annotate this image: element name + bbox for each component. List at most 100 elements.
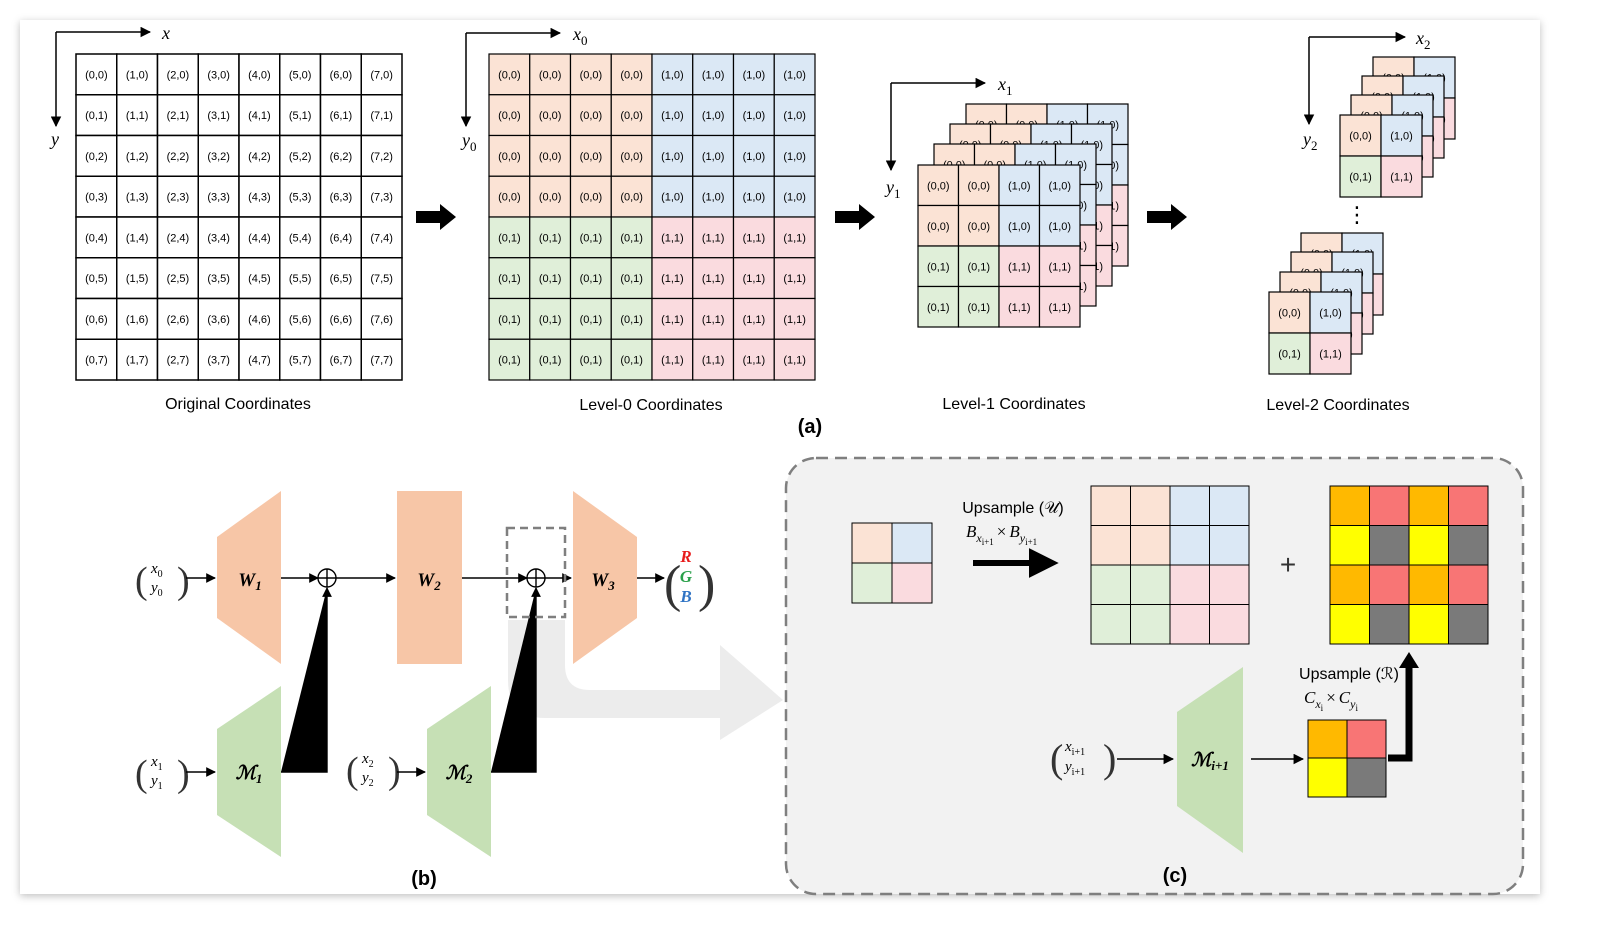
cell-label: (0,5) xyxy=(85,273,108,285)
cell-label: (1,0) xyxy=(783,69,806,81)
grid-cell xyxy=(998,285,1041,328)
cell-label: (7,4) xyxy=(370,232,393,244)
cell-label: (0,0) xyxy=(1349,131,1372,143)
grid-cell xyxy=(1309,332,1352,375)
cell-label: (4,3) xyxy=(248,192,271,204)
code-2x2-grid xyxy=(1307,719,1387,798)
cell-label: (1,0) xyxy=(1319,308,1342,320)
level2-x-sub: 2 xyxy=(1424,37,1431,52)
edge-m1-add1 xyxy=(281,587,332,773)
grid-cell xyxy=(75,134,118,177)
grid-cell xyxy=(610,257,653,300)
svg-text:yi+1: yi+1 xyxy=(1063,759,1085,778)
grid-cell xyxy=(238,94,281,137)
upsampled-code-grid xyxy=(1329,485,1489,645)
grid-cell xyxy=(651,216,694,259)
grid-cell xyxy=(156,338,199,381)
cell-label: (1,5) xyxy=(126,273,149,285)
w3-label: W xyxy=(591,570,609,591)
grid-cell xyxy=(360,216,403,259)
input-x-next: ( ) xi+1 yi+1 xyxy=(1050,736,1116,781)
cell-label: (4,2) xyxy=(248,151,271,163)
cell-label: (0,1) xyxy=(539,355,562,367)
grid-cell xyxy=(529,338,572,381)
w1-label: W xyxy=(238,570,256,591)
svg-text:W2: W2 xyxy=(417,570,441,593)
original-coordinates-grid: (0,0)(1,0)(2,0)(3,0)(4,0)(5,0)(6,0)(7,0)… xyxy=(75,53,403,381)
cell-label: (0,0) xyxy=(498,69,521,81)
cell-label: (6,6) xyxy=(330,314,353,326)
cell-label: (3,4) xyxy=(207,232,230,244)
cell-label: (1,1) xyxy=(1048,261,1071,273)
cell-label: (0,0) xyxy=(85,69,108,81)
level0-axes: x0 y0 xyxy=(460,24,588,154)
grid-cell xyxy=(1209,485,1250,526)
level1-axes: x1 y1 xyxy=(884,74,1013,201)
grid-cell xyxy=(1130,604,1171,645)
grid-cell xyxy=(732,216,775,259)
svg-text:x2: x2 xyxy=(1415,28,1431,52)
level2-layer: (0,0)(1,0)(0,1)(1,1) xyxy=(1268,291,1352,375)
grid-cell xyxy=(610,53,653,96)
cell-label: (0,4) xyxy=(85,232,108,244)
w1-block xyxy=(217,491,281,664)
grid-cell xyxy=(360,94,403,137)
grid-cell xyxy=(360,257,403,300)
w2-label: W xyxy=(417,570,435,591)
grid-cell xyxy=(1380,155,1423,198)
grid-cell xyxy=(1448,564,1489,605)
m-next-block xyxy=(1177,667,1243,853)
panel-a-label: (a) xyxy=(798,416,822,438)
level2-x-label: x xyxy=(1415,28,1424,48)
grid-cell xyxy=(488,134,531,177)
grid-cell xyxy=(917,285,960,328)
cell-label: (0,1) xyxy=(539,314,562,326)
cell-label: (1,0) xyxy=(661,151,684,163)
grid-cell xyxy=(116,338,159,381)
cell-label: (5,1) xyxy=(289,110,312,122)
cell-label: (1,1) xyxy=(126,110,149,122)
cell-label: (0,0) xyxy=(498,192,521,204)
grid-cell xyxy=(957,164,1000,207)
cell-label: (0,1) xyxy=(580,232,603,244)
cell-label: (2,5) xyxy=(167,273,190,285)
cell-label: (0,0) xyxy=(620,69,643,81)
cell-label: (1,0) xyxy=(1048,221,1071,233)
level2-layer: (0,0)(1,0)(0,1)(1,1) xyxy=(1339,114,1423,198)
grid-cell xyxy=(1130,525,1171,566)
grid-cell xyxy=(156,53,199,96)
cell-label: (1,1) xyxy=(743,355,766,367)
grid-cell xyxy=(1169,604,1210,645)
grid-cell xyxy=(360,53,403,96)
cell-label: (0,1) xyxy=(967,261,990,273)
svg-text:): ) xyxy=(698,556,715,613)
edge-m2-add2 xyxy=(491,587,541,773)
grid-cell xyxy=(116,175,159,218)
grid-cell xyxy=(488,94,531,137)
cell-label: (1,1) xyxy=(702,273,725,285)
cell-label: (0,1) xyxy=(620,314,643,326)
cell-label: (0,0) xyxy=(580,110,603,122)
cell-label: (1,0) xyxy=(783,192,806,204)
cell-label: (7,0) xyxy=(370,69,393,81)
svg-text:y0: y0 xyxy=(460,130,477,154)
cell-label: (6,3) xyxy=(330,192,353,204)
cell-label: (0,2) xyxy=(85,151,108,163)
grid-cell xyxy=(319,216,362,259)
grid-cell xyxy=(1090,485,1131,526)
cell-label: (5,3) xyxy=(289,192,312,204)
cell-label: (0,0) xyxy=(620,192,643,204)
upsample-u-label: Upsample (𝒰) xyxy=(962,500,1064,517)
cell-label: (1,0) xyxy=(1390,131,1413,143)
grid-cell xyxy=(197,257,240,300)
svg-text:(: ( xyxy=(346,750,359,792)
grid-cell xyxy=(1309,291,1352,334)
level0-x-label: x xyxy=(572,24,581,44)
grid-cell xyxy=(1169,525,1210,566)
cell-label: (1,1) xyxy=(1048,302,1071,314)
svg-text:W1: W1 xyxy=(238,570,261,593)
cell-label: (5,5) xyxy=(289,273,312,285)
cell-label: (1,7) xyxy=(126,355,149,367)
plus-sign: + xyxy=(1280,549,1296,580)
cell-label: (1,1) xyxy=(702,355,725,367)
